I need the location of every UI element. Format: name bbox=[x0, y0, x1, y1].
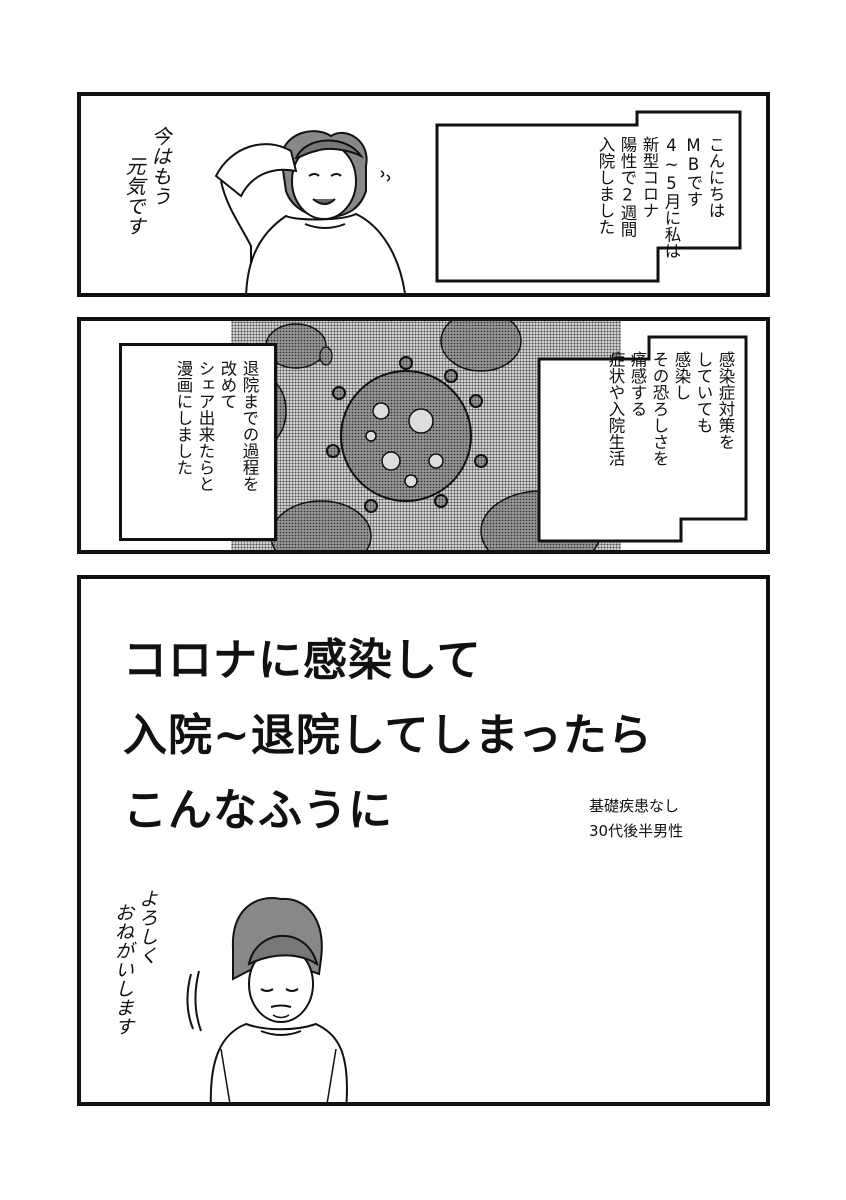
caption-line: 痛感する bbox=[628, 351, 647, 417]
caption-line: 感染症対策を bbox=[716, 351, 735, 450]
caption-line: 改めて bbox=[218, 360, 237, 410]
caption-line: こんにちは bbox=[706, 136, 725, 219]
caption-text: こんにちは MBです 4~5月に私は 新型コロナ 陽性で2週間 入院しました bbox=[466, 136, 726, 276]
character-bowing-illustration bbox=[186, 897, 348, 1102]
caption-line: 陽性で2週間 bbox=[618, 136, 637, 238]
panel-2: 退院までの過程を 改めて シェア出来たらと 漫画にしました 感染症対策を してい… bbox=[77, 317, 770, 554]
handwritten-line: よろしく bbox=[136, 889, 158, 965]
panel-3: コロナに感染して 入院~退院してしまったら こんなふうに 基礎疾患なし 30代後… bbox=[77, 575, 770, 1106]
character-smiling-illustration bbox=[214, 130, 406, 293]
caption-line: 感染し bbox=[672, 351, 691, 401]
panel-1: 今はもう元気です こんにちは MBです 4~5月に私は 新型コロナ 陽性で2週間… bbox=[77, 92, 770, 297]
caption-line: その恐ろしさを bbox=[650, 351, 669, 467]
handwritten-greeting: よろしくおねがいします bbox=[111, 889, 159, 1089]
left-caption-text: 退院までの過程を 改めて シェア出来たらと 漫画にしました bbox=[172, 360, 260, 530]
left-caption-box: 退院までの過程を 改めて シェア出来たらと 漫画にしました bbox=[119, 343, 277, 541]
caption-line: シェア出来たらと bbox=[196, 360, 215, 492]
caption-line: 入院しました bbox=[596, 136, 615, 235]
caption-line: MBです bbox=[684, 136, 703, 207]
caption-line: 新型コロナ bbox=[640, 136, 659, 219]
profile-info: 基礎疾患なし 30代後半男性 bbox=[589, 794, 683, 844]
info-line: 30代後半男性 bbox=[589, 822, 684, 840]
handwritten-speech: 今はもう元気です bbox=[121, 126, 173, 286]
handwritten-line: 元気です bbox=[122, 156, 146, 236]
handwritten-line: おねがいします bbox=[112, 903, 134, 1036]
caption-box-frame bbox=[435, 110, 742, 283]
title-line-2: 入院~退院してしまったら bbox=[123, 710, 653, 761]
right-caption-text: 感染症対策を していても 感染し その恐ろしさを 痛感する 症状や入院生活 bbox=[556, 351, 736, 536]
right-caption-frame bbox=[537, 335, 748, 543]
handwritten-line: 今はもう bbox=[148, 126, 172, 206]
caption-line: 症状や入院生活 bbox=[606, 351, 625, 467]
caption-line: していても bbox=[694, 351, 713, 434]
caption-line: 4~5月に私は bbox=[662, 136, 681, 259]
title-line-1: コロナに感染して bbox=[123, 635, 482, 686]
title-line-3: こんなふうに bbox=[123, 785, 393, 836]
info-line: 基礎疾患なし bbox=[589, 797, 680, 815]
caption-line: 退院までの過程を bbox=[240, 360, 259, 492]
caption-line: 漫画にしました bbox=[174, 360, 193, 476]
